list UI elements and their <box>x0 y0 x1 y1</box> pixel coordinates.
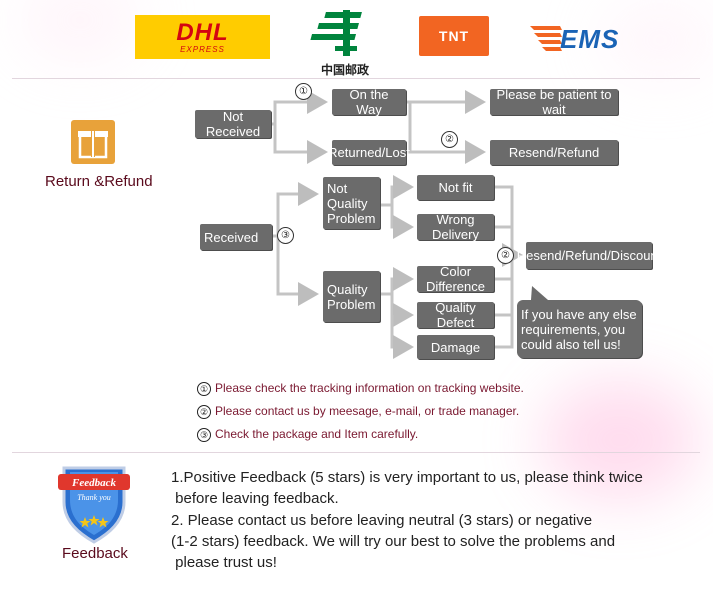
feedback-badge-icon: Feedback Thank you <box>58 466 130 544</box>
return-refund-label: Return &Refund <box>45 173 153 190</box>
ems-wing-icon <box>530 26 562 51</box>
note-marker: ② <box>197 405 211 419</box>
feedback-label: Feedback <box>62 545 128 562</box>
tnt-logo: TNT <box>419 16 489 56</box>
ems-logo-text: EMS <box>560 24 620 54</box>
dhl-logo-text: DHL <box>176 18 229 46</box>
quality-defect-box: Quality Defect <box>417 300 494 330</box>
quality-problem-box: Quality Problem <box>323 271 380 322</box>
note-3: ③ Check the package and Item carefully. <box>197 427 418 442</box>
marker-2: ② <box>441 131 458 148</box>
note-text: Please check the tracking information on… <box>215 381 524 395</box>
feedback-line: (1-2 stars) feedback. We will try our be… <box>171 533 616 550</box>
patient-box: Please be patient to wait <box>490 87 618 117</box>
not-quality-problem-box: Not Quality Problem <box>323 177 380 229</box>
feedback-badge-sub: Thank you <box>77 493 111 502</box>
other-requirements-bubble: If you have any else requirements, you c… <box>517 300 642 358</box>
divider <box>12 78 700 79</box>
feedback-badge-title: Feedback <box>71 477 116 489</box>
feedback-line: before leaving feedback. <box>171 490 339 507</box>
marker-3: ③ <box>277 227 294 244</box>
feedback-line: 1.Positive Feedback (5 stars) is very im… <box>171 469 643 486</box>
resend-refund-box: Resend/Refund <box>490 140 618 165</box>
background-glow <box>540 380 700 500</box>
ems-logo: EMS <box>530 22 630 56</box>
tnt-logo-text: TNT <box>438 28 470 44</box>
dhl-logo-sub: EXPRESS <box>180 44 225 54</box>
note-2: ② Please contact us by meesage, e-mail, o… <box>197 404 519 419</box>
damage-box: Damage <box>417 335 494 359</box>
gift-icon <box>71 120 115 164</box>
returned-lost-box: Returned/Lost <box>328 140 410 165</box>
wrong-delivery-box: Wrong Delivery <box>417 212 494 242</box>
resend-refund-discount-box: Resend/Refund/Discount <box>517 242 661 269</box>
note-marker: ① <box>197 382 211 396</box>
color-difference-box: Color Difference <box>417 264 494 294</box>
dhl-logo: DHL EXPRESS <box>135 15 270 59</box>
note-1: ① Please check the tracking information o… <box>197 381 524 396</box>
received-box: Received <box>200 224 272 250</box>
china-post-logo: 中国邮政 <box>305 8 385 77</box>
feedback-line: please trust us! <box>171 554 277 571</box>
note-text: Please contact us by meesage, e-mail, or… <box>215 404 520 418</box>
feedback-line: 2. Please contact us before leaving neut… <box>171 512 593 529</box>
note-marker: ③ <box>197 428 211 442</box>
china-post-icon <box>310 10 362 56</box>
marker-2: ② <box>497 247 514 264</box>
not-fit-box: Not fit <box>417 175 494 200</box>
marker-1: ① <box>295 83 312 100</box>
on-the-way-box: On the Way <box>332 87 406 117</box>
background-glow <box>600 0 713 80</box>
not-received-box: Not Received <box>195 109 271 139</box>
china-post-caption: 中国邮政 <box>320 63 369 77</box>
divider <box>12 452 700 453</box>
note-text: Check the package and Item carefully. <box>215 427 419 441</box>
